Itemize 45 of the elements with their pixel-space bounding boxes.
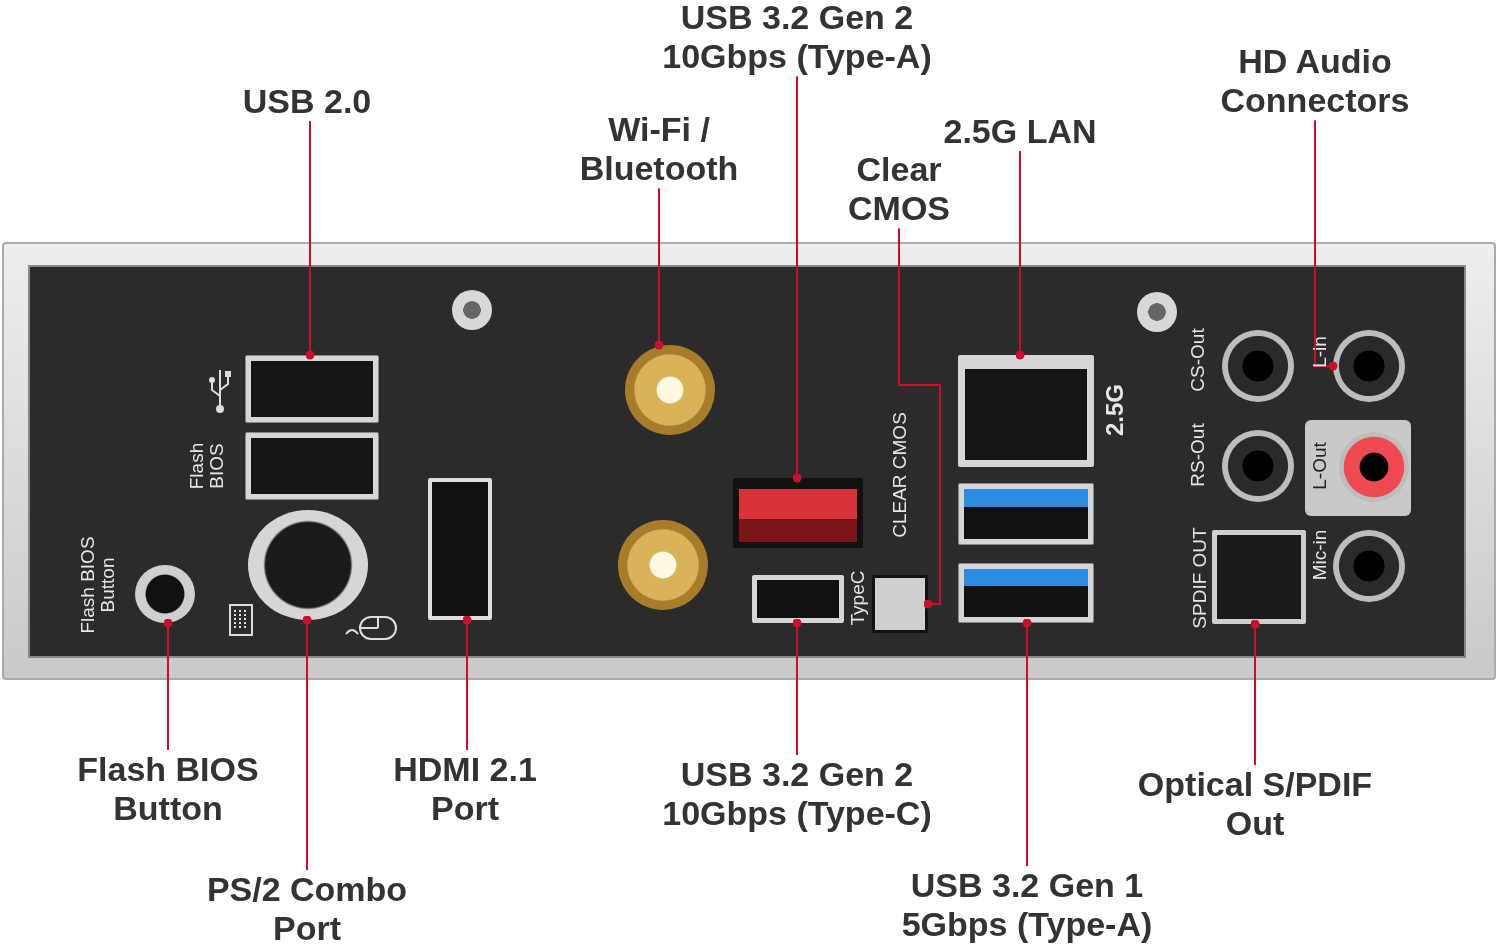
callout-text: PS/2 Combo Port	[177, 870, 437, 949]
leader-line	[1015, 150, 1025, 360]
leader-line	[654, 187, 664, 350]
panel-label: TypeC	[848, 569, 868, 628]
panel-label: CS-Out	[1188, 327, 1208, 394]
panel-label: L-Out	[1310, 441, 1330, 492]
panel-label: SPDIF OUT	[1190, 526, 1210, 631]
panel-label: 2.5G	[1102, 383, 1128, 438]
usb-port	[245, 355, 379, 423]
panel-label: CLEAR CMOS	[890, 411, 910, 540]
callout-text: Clear CMOS	[824, 150, 974, 229]
panel-label: Mic-in	[1310, 528, 1330, 583]
leader-line	[1314, 119, 1338, 371]
callout-text: Optical S/PDIF Out	[1135, 765, 1375, 844]
leader-line	[898, 227, 941, 609]
leader-line	[1022, 618, 1032, 867]
callout-text: Flash BIOS Button	[53, 750, 283, 829]
callout-text: HDMI 2.1 Port	[370, 750, 560, 829]
callout-text: HD Audio Connectors	[1190, 42, 1440, 121]
callout-text: 2.5G LAN	[920, 112, 1120, 152]
panel-label: L-in	[1310, 335, 1330, 370]
push-button	[872, 575, 928, 633]
callout-text: USB 3.2 Gen 2 10Gbps (Type-C)	[632, 755, 962, 834]
leader-line	[163, 618, 173, 751]
leader-line	[462, 615, 472, 751]
panel-label: RS-Out	[1188, 422, 1208, 489]
usb-c-port	[752, 575, 844, 623]
callout-text: Wi-Fi / Bluetooth	[554, 110, 764, 189]
leader-line	[792, 618, 802, 756]
optical-port	[1212, 530, 1306, 624]
leader-line	[302, 615, 312, 871]
usb-port	[958, 563, 1094, 623]
leader-line	[1250, 619, 1260, 766]
usb-port	[733, 478, 863, 548]
callout-text: USB 2.0	[207, 82, 407, 122]
leader-line	[792, 75, 802, 483]
callout-text: USB 3.2 Gen 1 5Gbps (Type-A)	[872, 866, 1182, 945]
panel-label: Flash BIOS Button	[78, 535, 118, 636]
panel-label: Flash BIOS	[187, 441, 227, 492]
ethernet-port	[958, 355, 1094, 467]
callout-text: USB 3.2 Gen 2 10Gbps (Type-A)	[632, 0, 962, 77]
hdmi-port	[428, 478, 492, 620]
leader-line	[305, 120, 315, 360]
usb-port	[245, 432, 379, 500]
usb-port	[958, 483, 1094, 545]
